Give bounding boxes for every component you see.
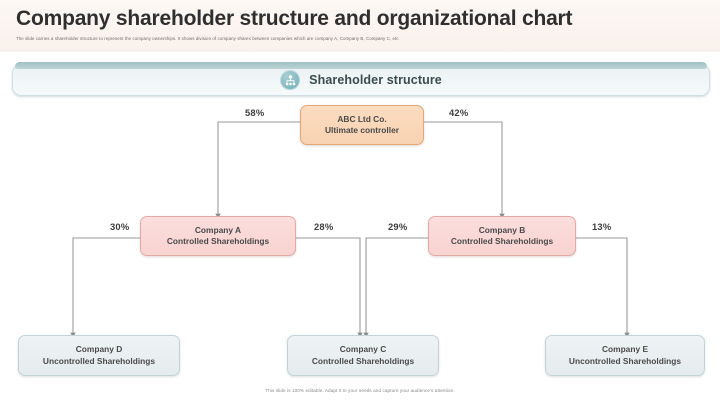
section-bar-title: Shareholder structure (309, 73, 442, 87)
header-band: Company shareholder structure and organi… (0, 0, 720, 52)
page-subtitle: The slide carries a shareholder structur… (16, 36, 399, 41)
node-company-c[interactable]: Company C Controlled Shareholdings (287, 335, 439, 376)
edge-label-root-to-company-a: 58% (245, 107, 265, 118)
edge-label-root-to-company-b: 42% (449, 107, 469, 118)
node-title: Company C (339, 344, 387, 354)
edge-label-company-a-to-company-d: 30% (110, 221, 130, 232)
node-company-e[interactable]: Company E Uncontrolled Shareholdings (545, 335, 705, 376)
node-subtitle: Ultimate controller (325, 125, 399, 135)
node-abc-ltd-co[interactable]: ABC Ltd Co. Ultimate controller (300, 105, 424, 145)
organization-people-icon (280, 70, 301, 90)
page-title: Company shareholder structure and organi… (16, 7, 573, 30)
node-title: Company A (194, 224, 242, 235)
node-subtitle: Uncontrolled Shareholdings (42, 355, 156, 366)
node-title: Company D (75, 344, 123, 354)
section-bar-inner: Shareholder structure (13, 65, 709, 95)
node-subtitle: Controlled Shareholdings (450, 236, 554, 246)
edge-label-company-b-to-company-e: 13% (592, 221, 612, 232)
node-subtitle: Controlled Shareholdings (311, 355, 415, 366)
edge-label-company-b-to-company-c: 29% (388, 221, 408, 232)
footer-note: This slide is 100% editable. Adapt it to… (265, 388, 455, 393)
node-title: Company E (601, 344, 649, 354)
section-bar[interactable]: Shareholder structure (12, 62, 710, 96)
node-title: ABC Ltd Co. (337, 113, 387, 124)
node-subtitle: Uncontrolled Shareholdings (568, 355, 682, 366)
node-title: Company B (478, 224, 526, 235)
node-company-b[interactable]: Company B Controlled Shareholdings (428, 216, 576, 256)
node-company-a[interactable]: Company A Controlled Shareholdings (140, 216, 296, 256)
node-subtitle: Controlled Shareholdings (166, 236, 270, 246)
node-company-d[interactable]: Company D Uncontrolled Shareholdings (18, 335, 180, 376)
edge-label-company-a-to-company-c: 28% (314, 221, 334, 232)
